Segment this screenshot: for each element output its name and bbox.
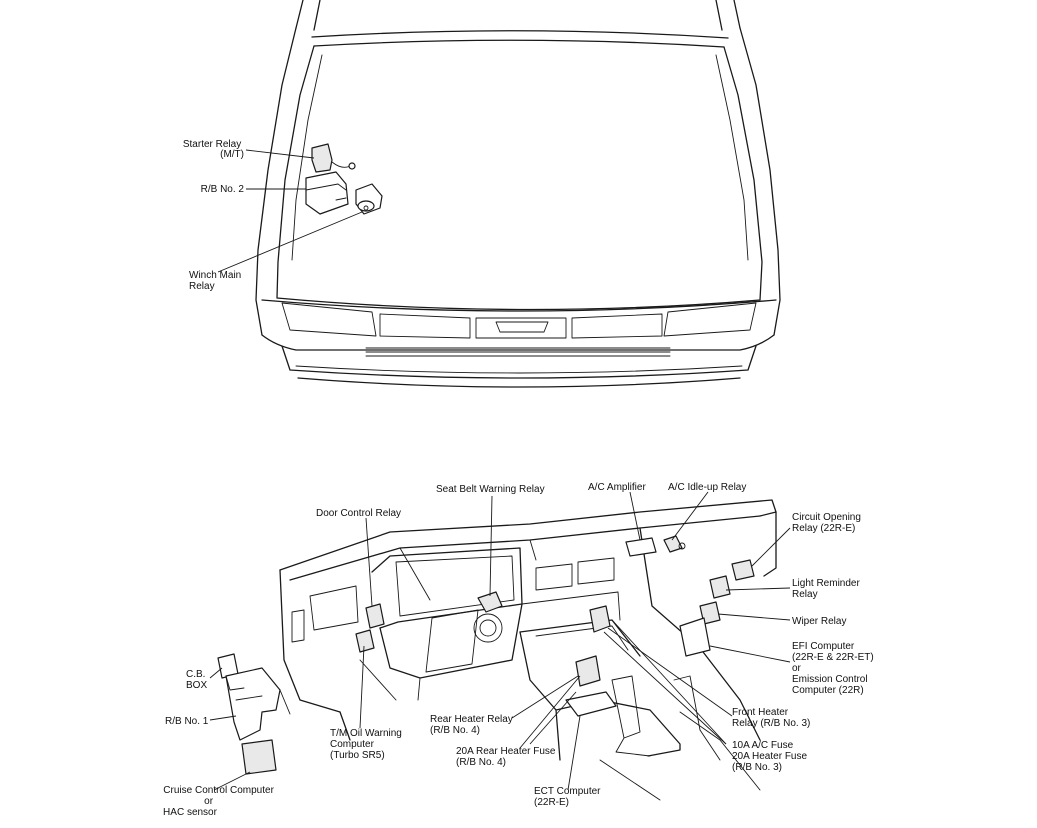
label-cb-box: C.B. BOX xyxy=(186,669,208,691)
engine-bay-drawing xyxy=(255,0,781,388)
label-ac-idle-up-relay: A/C Idle-up Relay xyxy=(668,482,746,493)
label-ect-computer: ECT Computer (22R-E) xyxy=(534,786,603,808)
labels: Starter Relay (M/T) R/B No. 2 Winch Main… xyxy=(163,139,876,818)
label-tm-oil-warning-computer: T/M Oil Warning Computer (Turbo SR5) xyxy=(330,728,405,761)
label-efi-computer: EFI Computer (22R-E & 22R-ET) or Emissio… xyxy=(792,641,876,696)
label-door-control-relay: Door Control Relay xyxy=(316,508,401,519)
label-wiper-relay: Wiper Relay xyxy=(792,616,846,627)
label-rb-no1: R/B No. 1 xyxy=(165,716,209,727)
label-seat-belt-warning-relay: Seat Belt Warning Relay xyxy=(436,484,545,495)
label-ac-amplifier: A/C Amplifier xyxy=(588,482,646,493)
label-cruise-control-computer: Cruise Control Computer or HAC sensor xyxy=(163,785,277,818)
dashboard-leader-lines xyxy=(209,491,791,791)
dashboard-drawing xyxy=(217,499,777,801)
label-rb-no2: R/B No. 2 xyxy=(201,184,245,195)
label-rear-heater-relay: Rear Heater Relay (R/B No. 4) xyxy=(430,714,516,736)
label-front-heater-relay: Front Heater Relay (R/B No. 3) xyxy=(732,707,810,729)
label-light-reminder-relay: Light Reminder Relay xyxy=(792,578,863,600)
label-rear-heater-fuse: 20A Rear Heater Fuse (R/B No. 4) xyxy=(456,746,558,768)
engine-bay-leader-lines xyxy=(217,149,363,273)
label-winch-main-relay: Winch Main Relay xyxy=(189,270,244,292)
label-ac-heater-fuses: 10A A/C Fuse 20A Heater Fuse (R/B No. 3) xyxy=(732,740,810,773)
label-starter-relay: Starter Relay (M/T) xyxy=(183,139,244,160)
label-circuit-opening-relay: Circuit Opening Relay (22R-E) xyxy=(792,512,864,534)
